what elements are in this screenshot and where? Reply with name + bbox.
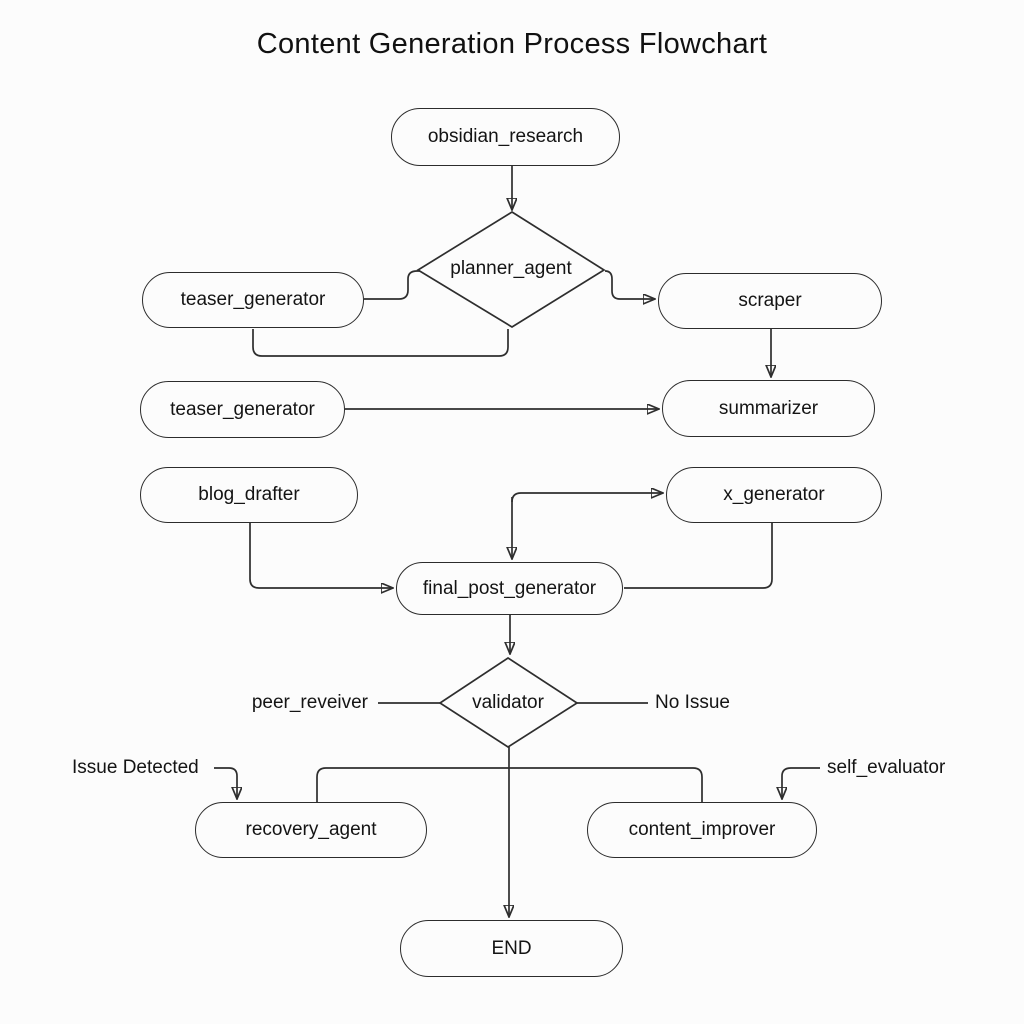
edge-recovery-contentimprover-bracket — [316, 767, 703, 802]
edge-xgenerator-to-finalpost-loop — [624, 523, 773, 589]
edge-label-self-evaluator: self_evaluator — [827, 757, 946, 778]
node-validator-label: validator — [472, 692, 544, 713]
node-label: content_improver — [628, 819, 776, 840]
node-summarizer: summarizer — [662, 380, 875, 437]
edge-label-peer-reveiver: peer_reveiver — [251, 692, 368, 713]
node-label: scraper — [738, 290, 802, 311]
diamond-validator — [438, 656, 579, 749]
diagram-title: Content Generation Process Flowchart — [256, 28, 768, 60]
node-label: recovery_agent — [245, 819, 377, 840]
node-teaser-generator-2: teaser_generator — [140, 381, 345, 438]
node-blog-drafter: blog_drafter — [140, 467, 358, 523]
edge-planner-teaser1-loop — [252, 329, 509, 357]
edge-teaser1-to-planner — [364, 270, 420, 300]
edge-finalpost-to-xgenerator — [511, 493, 663, 503]
node-label: END — [491, 937, 532, 959]
node-end: END — [400, 920, 623, 977]
node-recovery-agent: recovery_agent — [195, 802, 427, 858]
node-label: summarizer — [718, 397, 819, 419]
node-final-post-generator: final_post_generator — [396, 562, 623, 615]
edge-blogdrafter-to-finalpost — [249, 523, 393, 588]
node-label: final_post_generator — [422, 577, 597, 599]
diamond-planner-agent — [416, 210, 606, 328]
edge-label-no-issue: No Issue — [655, 692, 730, 713]
node-label: teaser_generator — [170, 398, 315, 420]
node-label: teaser_generator — [180, 289, 326, 310]
node-content-improver: content_improver — [587, 802, 817, 858]
node-label: x_generator — [723, 484, 825, 505]
node-label: obsidian_research — [427, 126, 584, 147]
node-scraper: scraper — [658, 273, 882, 329]
node-x-generator: x_generator — [666, 467, 882, 523]
node-obsidian-research: obsidian_research — [391, 108, 620, 166]
node-label: blog_drafter — [198, 484, 300, 505]
edge-issuedetected-to-recovery — [214, 767, 237, 799]
edge-label-issue-detected: Issue Detected — [72, 757, 199, 778]
node-planner-agent-label: planner_agent — [450, 258, 572, 279]
node-teaser-generator-1: teaser_generator — [142, 272, 364, 328]
edge-planner-to-scraper — [604, 270, 655, 299]
edge-selfevaluator-to-contentimprover — [782, 767, 820, 799]
